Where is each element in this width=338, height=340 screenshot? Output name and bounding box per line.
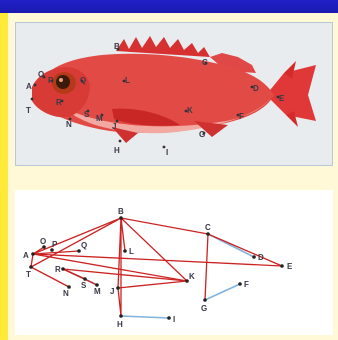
edge-red-b-c <box>121 218 208 234</box>
landmark-label-c: C <box>205 223 211 232</box>
landmark-point-r <box>61 267 65 271</box>
photo-label-o: O <box>38 70 44 79</box>
landmark-point-l <box>123 249 127 253</box>
photo-label-n: N <box>66 120 72 129</box>
photo-label-i: I <box>166 148 168 157</box>
edge-red-r-k <box>63 269 187 281</box>
panel-edge <box>0 13 8 340</box>
photo-label-q: Q <box>80 76 86 85</box>
edge-blue-g-f <box>205 284 240 300</box>
photo-label-e: E <box>279 94 285 103</box>
landmark-label-r: R <box>55 265 61 274</box>
landmark-label-t: T <box>26 270 31 279</box>
landmark-point-c <box>206 232 210 236</box>
edge-red-c-g <box>205 234 208 300</box>
landmark-label-m: M <box>94 287 101 296</box>
photo-label-d: D <box>253 84 259 93</box>
landmark-point-i <box>167 316 171 320</box>
landmark-label-b: B <box>118 207 124 216</box>
landmark-label-h: H <box>117 320 123 329</box>
landmark-point-j <box>116 286 120 290</box>
edge-red-a-t <box>31 254 33 267</box>
landmark-label-s: S <box>81 281 87 290</box>
landmark-label-j: J <box>110 287 114 296</box>
edge-red-a-b <box>33 218 121 254</box>
landmark-label-e: E <box>287 262 293 271</box>
landmark-label-i: I <box>173 315 175 324</box>
fish-photo: B C D E F G H I J K L M N O P Q R S T A <box>15 22 333 166</box>
landmark-label-g: G <box>201 304 207 313</box>
landmark-label-k: K <box>189 272 195 281</box>
photo-label-g: G <box>199 130 205 139</box>
edge-blue-h-i <box>121 316 169 318</box>
top-bar <box>0 0 338 13</box>
landmark-label-n: N <box>63 289 69 298</box>
photo-label-l: L <box>125 76 130 85</box>
photo-label-c: C <box>202 58 208 67</box>
photo-label-p: P <box>48 76 54 85</box>
landmark-point-h <box>119 314 123 318</box>
photo-label-h: H <box>114 146 120 155</box>
landmark-point-e <box>280 264 284 268</box>
landmark-label-l: L <box>129 247 134 256</box>
landmark-label-a: A <box>23 251 29 260</box>
landmark-label-f: F <box>244 280 249 289</box>
photo-label-k: K <box>187 106 193 115</box>
landmark-label-q: Q <box>81 241 87 250</box>
photo-label-j: J <box>112 122 116 131</box>
fish-photo-svg: B C D E F G H I J K L M N O P Q R S T A <box>16 23 332 165</box>
photo-label-f: F <box>239 112 244 121</box>
photo-label-t: T <box>26 106 31 115</box>
photo-label-a: A <box>26 82 32 91</box>
edge-red-c-e <box>208 234 282 266</box>
photo-label-b: B <box>114 42 120 51</box>
landmark-point-a <box>31 252 35 256</box>
landmark-point-b <box>119 216 123 220</box>
landmark-point-t <box>29 265 33 269</box>
landmark-point-d <box>252 255 256 259</box>
landmark-point-g <box>203 298 207 302</box>
landmark-point-f <box>238 282 242 286</box>
photo-label-s: S <box>84 110 90 119</box>
photo-label-m: M <box>96 114 103 123</box>
landmark-label-o: O <box>40 237 46 246</box>
landmark-label-d: D <box>258 253 264 262</box>
photo-label-r: R <box>56 98 62 107</box>
landmark-label-p: P <box>52 240 58 249</box>
edge-red-j-k <box>118 281 187 288</box>
